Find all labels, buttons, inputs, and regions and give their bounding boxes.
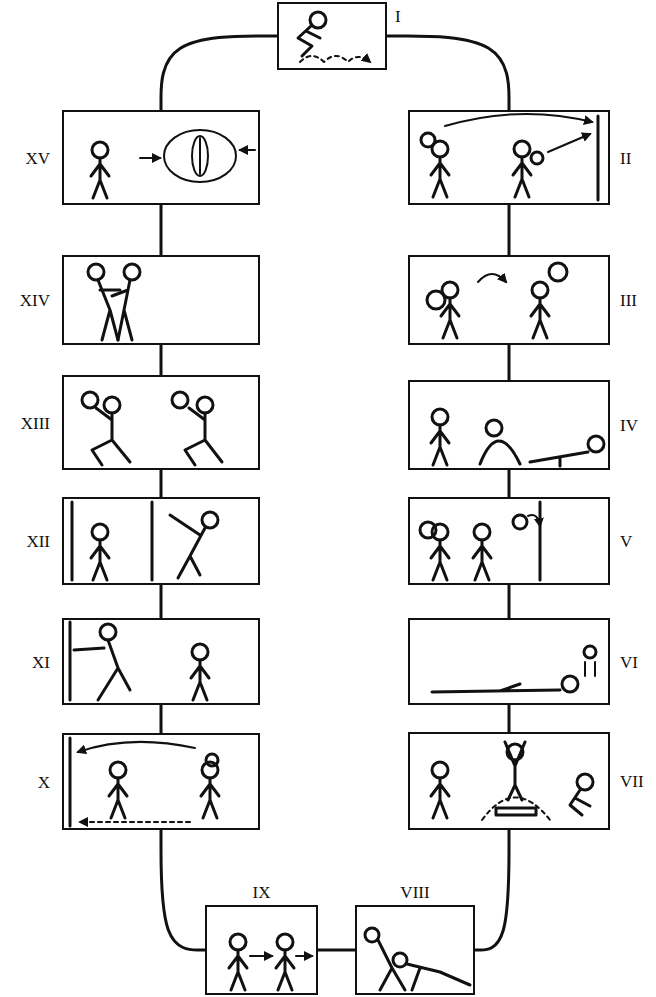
ring-connector bbox=[508, 470, 511, 497]
exercise-panel: IX bbox=[205, 905, 318, 995]
exercise-panel: XIII bbox=[62, 375, 260, 470]
station-number: I bbox=[395, 8, 401, 25]
station-number: IX bbox=[253, 884, 271, 901]
station-number: XIII bbox=[21, 414, 50, 431]
station-number: VI bbox=[620, 653, 638, 670]
ring-connector bbox=[475, 830, 509, 950]
ring-connector bbox=[508, 585, 511, 618]
station-number: X bbox=[38, 773, 50, 790]
exercise-panel: I bbox=[277, 2, 387, 70]
ring-connector bbox=[161, 36, 277, 110]
ring-connector bbox=[508, 705, 511, 732]
station-number: II bbox=[620, 149, 631, 166]
exercise-panel: V bbox=[408, 497, 610, 585]
exercise-panel: XIV bbox=[62, 255, 260, 345]
exercise-panel: XII bbox=[62, 497, 260, 585]
exercise-panel: III bbox=[408, 255, 610, 345]
exercise-panel: II bbox=[408, 110, 610, 205]
ring-connector bbox=[318, 949, 355, 952]
exercise-panel: VII bbox=[408, 732, 610, 830]
station-number: VIII bbox=[400, 884, 429, 901]
station-number: XII bbox=[26, 533, 50, 550]
ring-connector bbox=[160, 345, 163, 375]
exercise-panel: XV bbox=[62, 110, 260, 205]
station-number: V bbox=[620, 533, 632, 550]
station-number: IV bbox=[620, 417, 638, 434]
ring-connector bbox=[160, 470, 163, 497]
ring-connector bbox=[387, 36, 509, 110]
station-number: XV bbox=[25, 149, 50, 166]
exercise-panel: VI bbox=[408, 618, 610, 705]
exercise-panel: IV bbox=[408, 380, 610, 470]
station-number: VII bbox=[620, 773, 644, 790]
ring-connector bbox=[160, 205, 163, 255]
station-number: XIV bbox=[20, 292, 50, 309]
station-number: XI bbox=[32, 653, 50, 670]
ring-connector bbox=[160, 585, 163, 618]
ring-connector bbox=[508, 345, 511, 380]
exercise-panel: XI bbox=[62, 618, 260, 705]
ring-connector bbox=[160, 705, 163, 733]
exercise-panel: VIII bbox=[355, 905, 475, 995]
ring-connector bbox=[161, 830, 205, 950]
station-number: III bbox=[620, 292, 637, 309]
exercise-panel: X bbox=[62, 733, 260, 830]
ring-connector bbox=[508, 205, 511, 255]
